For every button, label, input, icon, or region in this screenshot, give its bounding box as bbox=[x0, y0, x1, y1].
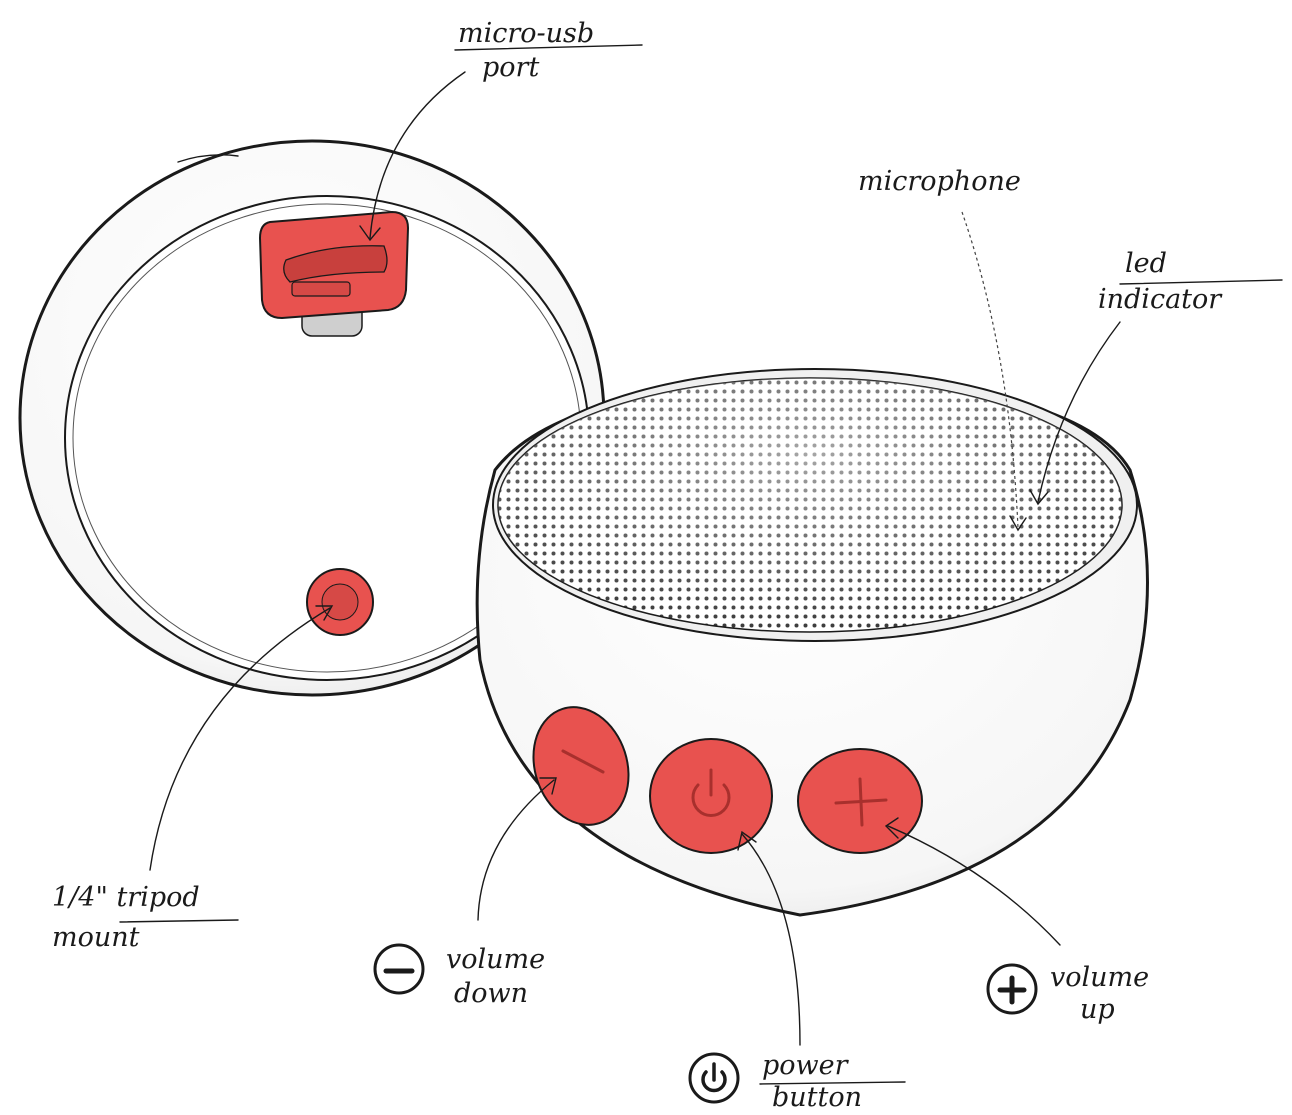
label-usb-port: micro-usb port bbox=[455, 18, 642, 83]
volume-up-label-line1: volume bbox=[1050, 962, 1149, 993]
label-microphone: microphone bbox=[858, 166, 1021, 197]
volume-up-button[interactable] bbox=[798, 749, 922, 853]
tripod-label-line2: mount bbox=[52, 922, 140, 953]
volume-down-label-line2: down bbox=[454, 978, 528, 1009]
usb-port-connector bbox=[292, 282, 350, 296]
power-button[interactable] bbox=[650, 739, 772, 853]
microphone-label: microphone bbox=[858, 166, 1021, 197]
led-label-line2: indicator bbox=[1098, 284, 1223, 315]
plus-icon-vertical bbox=[860, 779, 862, 825]
usb-port-label-line2: port bbox=[482, 52, 539, 83]
label-volume-down: volume down bbox=[375, 944, 545, 1009]
front-speaker bbox=[477, 369, 1147, 915]
label-led: led indicator bbox=[1098, 248, 1282, 315]
label-power: power button bbox=[690, 1050, 905, 1113]
tripod-mount bbox=[307, 569, 373, 635]
label-tripod: 1/4" tripod mount bbox=[52, 882, 238, 953]
speaker-grille-highlight bbox=[498, 378, 1122, 632]
power-label-line2: button bbox=[772, 1082, 862, 1113]
volume-up-label-line2: up bbox=[1080, 994, 1115, 1025]
usb-port-label-line1: micro-usb bbox=[458, 18, 594, 49]
tripod-label-line1: 1/4" tripod bbox=[52, 882, 200, 913]
tripod-underline bbox=[120, 920, 238, 922]
volume-down-label-line1: volume bbox=[446, 944, 545, 975]
volume-down-leader bbox=[478, 780, 554, 920]
led-label-line1: led bbox=[1125, 248, 1167, 279]
power-label-line1: power bbox=[762, 1050, 850, 1081]
label-volume-up: volume up bbox=[988, 962, 1149, 1025]
